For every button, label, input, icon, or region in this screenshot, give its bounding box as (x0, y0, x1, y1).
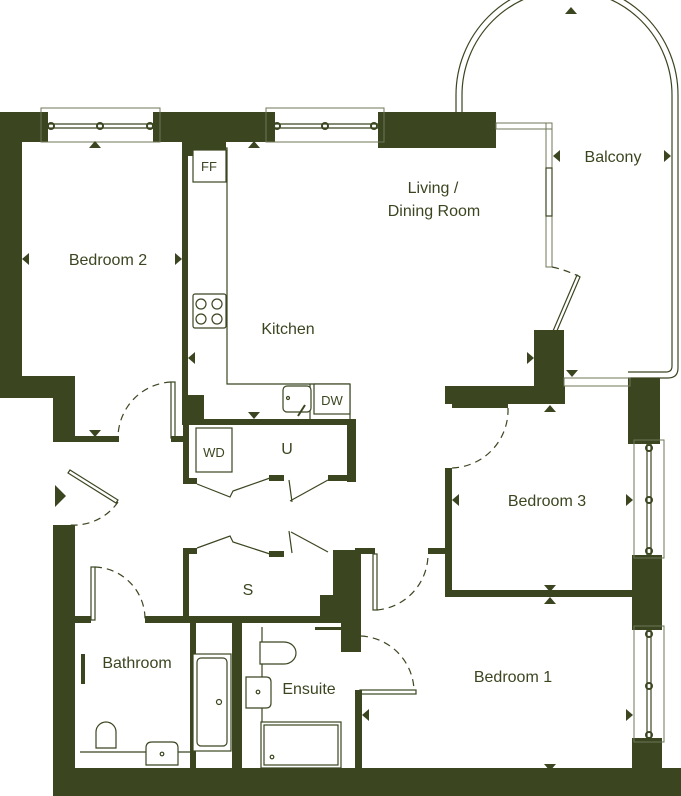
triangle-arrow (22, 253, 29, 265)
walls (0, 112, 681, 796)
room-label-bedroom-2: Bedroom 2 (69, 252, 147, 269)
utility-cupboard: WD U (195, 427, 329, 503)
kitchen-worktop (193, 147, 351, 419)
room-label-living-line1: Living / (408, 180, 459, 197)
dishwasher: DW (313, 383, 351, 415)
room-label-balcony: Balcony (585, 149, 642, 166)
windows (40, 107, 665, 743)
fridge-freezer-label: FF (201, 159, 217, 174)
doors (67, 381, 509, 695)
basin-icon (245, 676, 272, 709)
room-label-bedroom-1: Bedroom 1 (474, 669, 552, 686)
room-labels: Bedroom 2 Living / Dining Room Kitchen B… (69, 149, 642, 698)
utility-label: U (281, 441, 293, 458)
storage-cupboard: S (196, 530, 329, 599)
triangle-arrow (553, 150, 560, 162)
room-label-kitchen: Kitchen (261, 321, 314, 338)
triangle-arrow (362, 709, 369, 721)
dimension-markers (22, 7, 671, 771)
room-label-ensuite: Ensuite (282, 681, 335, 698)
triangle-arrow (452, 494, 459, 506)
triangle-arrow (544, 585, 556, 592)
fridge-freezer: FF (192, 149, 227, 183)
toilet-icon (95, 721, 117, 749)
toilet-icon (259, 641, 297, 665)
bathroom-fittings (80, 653, 232, 766)
ensuite-fittings (245, 627, 343, 769)
triangle-arrow (248, 141, 260, 148)
room-label-living-line2: Dining Room (388, 203, 480, 220)
triangle-arrow (626, 709, 633, 721)
washer-dryer-label: WD (203, 445, 225, 460)
triangle-arrow (565, 7, 577, 14)
towel-rail-icon (81, 654, 85, 684)
balcony-outline (455, 0, 679, 379)
room-label-bedroom-3: Bedroom 3 (508, 493, 586, 510)
triangle-arrow (626, 494, 633, 506)
triangle-arrow (544, 405, 556, 412)
triangle-arrow (566, 370, 578, 377)
triangle-arrow (188, 352, 195, 364)
triangle-arrow (89, 430, 101, 437)
triangle-arrow (544, 764, 556, 771)
triangle-arrow (544, 597, 556, 604)
dishwasher-label: DW (321, 393, 343, 408)
triangle-arrow (664, 150, 671, 162)
triangle-arrow (527, 352, 534, 364)
basin-icon (145, 741, 179, 766)
triangle-arrow (89, 141, 101, 148)
room-label-bathroom: Bathroom (102, 655, 171, 672)
bath-icon (192, 653, 232, 752)
storage-label: S (243, 582, 254, 599)
sink-icon (282, 385, 312, 417)
triangle-arrow (248, 412, 260, 419)
shower-tray-icon (260, 721, 342, 769)
hob-icon (192, 293, 227, 329)
entrance-arrow (55, 485, 66, 507)
triangle-arrow (175, 253, 182, 265)
